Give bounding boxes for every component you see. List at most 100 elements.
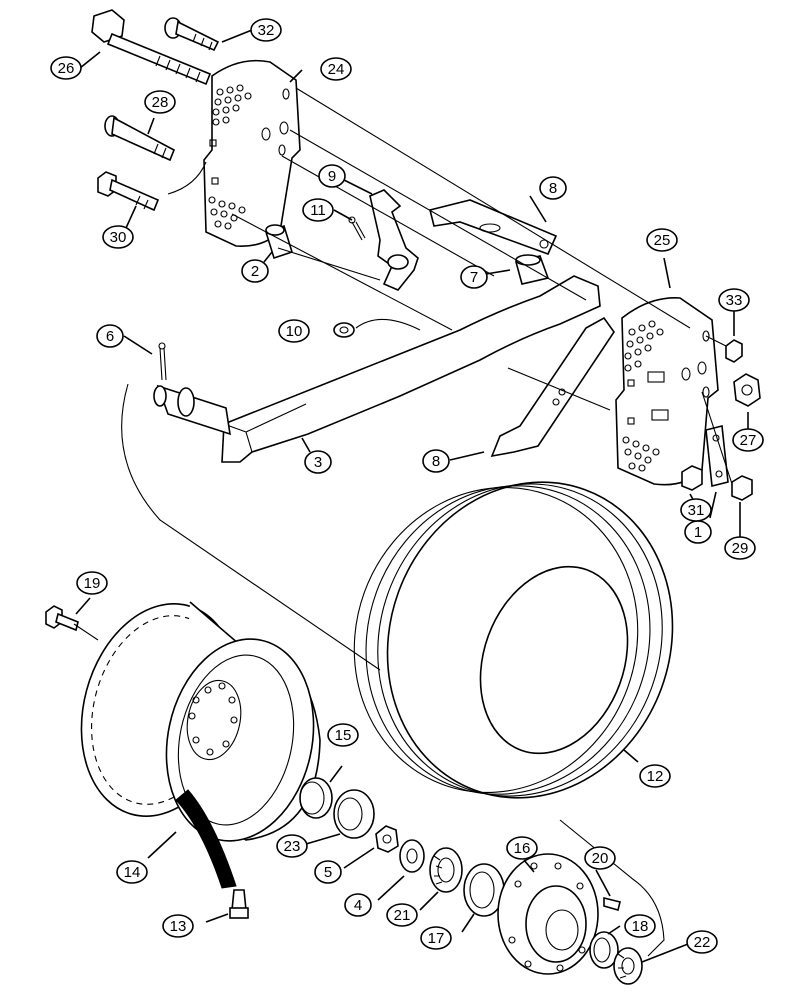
cotter-pin-6	[158, 342, 167, 381]
cotter-pin-11	[348, 216, 366, 241]
bushing-2	[265, 224, 293, 260]
callout-bubble	[320, 57, 352, 81]
callout-number: 16	[514, 840, 531, 857]
callout-bubble	[250, 18, 282, 42]
callout-number: 15	[335, 727, 352, 744]
callout-bubble	[116, 860, 148, 884]
callout-c7: 7	[460, 265, 488, 289]
callout-number: 4	[354, 897, 362, 914]
callout-number: 27	[740, 432, 757, 449]
callout-c2: 2	[241, 259, 269, 283]
mounting-plate-24	[203, 59, 301, 248]
leader-lines	[75, 29, 749, 963]
callout-bubble	[624, 914, 656, 938]
callout-bubble	[76, 571, 108, 595]
bolt-26	[91, 9, 212, 86]
callout-bubble	[460, 265, 488, 289]
callout-c18: 18	[624, 914, 656, 938]
callout-bubble	[724, 536, 756, 560]
assembly-lines	[73, 87, 733, 957]
callout-c33: 33	[718, 288, 750, 312]
callout-number: 18	[632, 918, 649, 935]
callout-number: 32	[258, 22, 275, 39]
callout-number: 17	[428, 930, 445, 947]
callout-number: 24	[328, 61, 345, 78]
callout-c20: 20	[584, 846, 616, 870]
callout-c23: 23	[276, 834, 308, 858]
bolt-32	[164, 17, 220, 52]
callout-number: 3	[314, 454, 322, 471]
callout-bubble	[732, 428, 764, 452]
callout-bubble	[506, 836, 538, 860]
callout-number: 7	[470, 269, 478, 286]
wheel-rim-14	[80, 601, 321, 889]
callout-c3: 3	[304, 450, 332, 474]
bearing-22	[613, 947, 643, 985]
callout-c5: 5	[314, 860, 342, 884]
callout-c24: 24	[320, 57, 352, 81]
callout-bubble	[304, 450, 332, 474]
callout-c8b: 8	[422, 449, 450, 473]
callout-number: 5	[324, 864, 332, 881]
callout-bubble	[344, 893, 372, 917]
callout-labels: 1234567889101112131415161718192021222324…	[50, 18, 764, 954]
washer-4	[399, 839, 425, 873]
callout-c29: 29	[724, 536, 756, 560]
callout-number: 11	[310, 202, 326, 219]
callout-c31: 31	[680, 498, 712, 522]
callout-number: 10	[286, 323, 303, 340]
callout-number: 33	[726, 292, 743, 309]
callout-number: 20	[592, 850, 609, 867]
bolt-19	[45, 605, 79, 632]
callout-c22: 22	[686, 930, 718, 954]
callout-bubble	[102, 225, 134, 249]
callout-bubble	[314, 860, 342, 884]
callout-c17: 17	[420, 926, 452, 950]
callout-number: 9	[328, 168, 336, 185]
callout-bubble	[386, 903, 418, 927]
callout-c19: 19	[76, 571, 108, 595]
callout-bubble	[327, 723, 359, 747]
spindle-3	[153, 384, 231, 436]
callout-number: 31	[688, 502, 705, 519]
callout-c13: 13	[162, 914, 194, 938]
tire-12	[353, 481, 674, 799]
callout-bubble	[646, 228, 678, 252]
mounting-plate-25	[615, 297, 719, 486]
callout-c9: 9	[318, 164, 346, 188]
hub-16	[497, 853, 599, 975]
callout-number: 30	[110, 229, 127, 246]
callout-number: 14	[124, 864, 141, 881]
axle-beam-3	[221, 275, 601, 463]
callout-bubble	[302, 198, 334, 222]
callout-number: 13	[170, 918, 187, 935]
bearing-21	[429, 847, 463, 893]
valve-stem-13	[229, 889, 249, 919]
callout-bubble	[422, 449, 450, 473]
callout-number: 8	[549, 180, 557, 197]
callout-bubble	[539, 176, 567, 200]
bolt-28	[104, 115, 176, 162]
callout-bubble	[318, 164, 346, 188]
callout-c14: 14	[116, 860, 148, 884]
bearing-cup-18	[589, 931, 619, 969]
callout-bubble	[680, 498, 712, 522]
callout-number: 25	[654, 232, 671, 249]
nut-33	[725, 339, 743, 363]
callout-bubble	[718, 288, 750, 312]
washer-10	[333, 322, 355, 338]
callout-number: 2	[251, 263, 259, 280]
callout-c1: 1	[684, 520, 712, 544]
callout-bubble	[639, 764, 671, 788]
callout-c28: 28	[144, 90, 176, 114]
callout-bubble	[144, 90, 176, 114]
callout-c10: 10	[278, 319, 310, 343]
callout-number: 1	[694, 524, 702, 541]
callout-bubble	[241, 259, 269, 283]
grease-fitting-20	[603, 896, 621, 911]
callout-number: 21	[394, 907, 411, 924]
callout-number: 23	[284, 838, 301, 855]
callout-number: 8	[432, 453, 440, 470]
bolt-30	[97, 171, 160, 212]
